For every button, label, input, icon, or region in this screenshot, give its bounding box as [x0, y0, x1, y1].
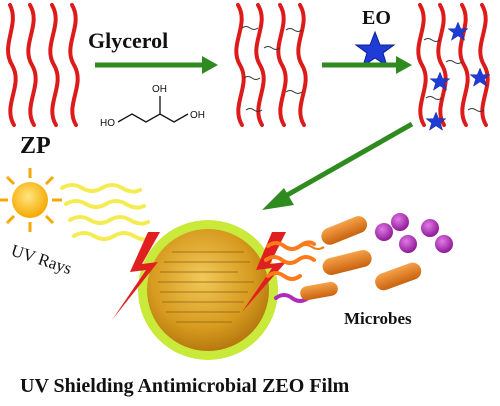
zp-label: ZP — [20, 133, 51, 159]
star-icon — [429, 71, 451, 91]
zp-protein-chains — [6, 3, 80, 127]
uv-rays-label: UV Rays — [9, 241, 74, 278]
microbes-label: Microbes — [344, 309, 412, 328]
glycerol-oh-left: HO — [100, 118, 115, 129]
plasticized-chains — [234, 3, 308, 127]
microbe-icon — [322, 249, 372, 275]
zeo-film-disc — [138, 220, 278, 360]
film-formation-arrow — [262, 121, 414, 210]
microbe-icon — [375, 213, 453, 253]
eo-label: EO — [362, 7, 391, 29]
glycerol-structure — [117, 96, 189, 123]
star-icon — [425, 111, 447, 131]
glycerol-oh-right: OH — [190, 110, 205, 121]
star-icon — [469, 67, 491, 87]
zeo-chains — [416, 3, 490, 127]
sun-icon — [0, 168, 62, 232]
microbe-flagella — [264, 240, 330, 303]
microbe-icon — [299, 216, 368, 250]
glycerol-oh-top: OH — [152, 84, 167, 95]
zeo-glycerol-links — [423, 38, 485, 112]
eo-star-markers — [425, 21, 491, 131]
eo-star-icon — [354, 30, 396, 68]
glycerol-label: Glycerol — [88, 28, 168, 53]
microbe-icon — [300, 281, 338, 301]
glycerol-links — [241, 26, 303, 112]
glycerol-arrow — [95, 56, 218, 74]
star-icon — [447, 21, 469, 41]
uv-waves — [60, 183, 154, 242]
film-caption: UV Shielding Antimicrobial ZEO Film — [20, 375, 350, 397]
lightning-bolt-icon — [242, 232, 286, 312]
microbe-icon — [375, 262, 422, 291]
eo-arrow — [322, 56, 412, 74]
